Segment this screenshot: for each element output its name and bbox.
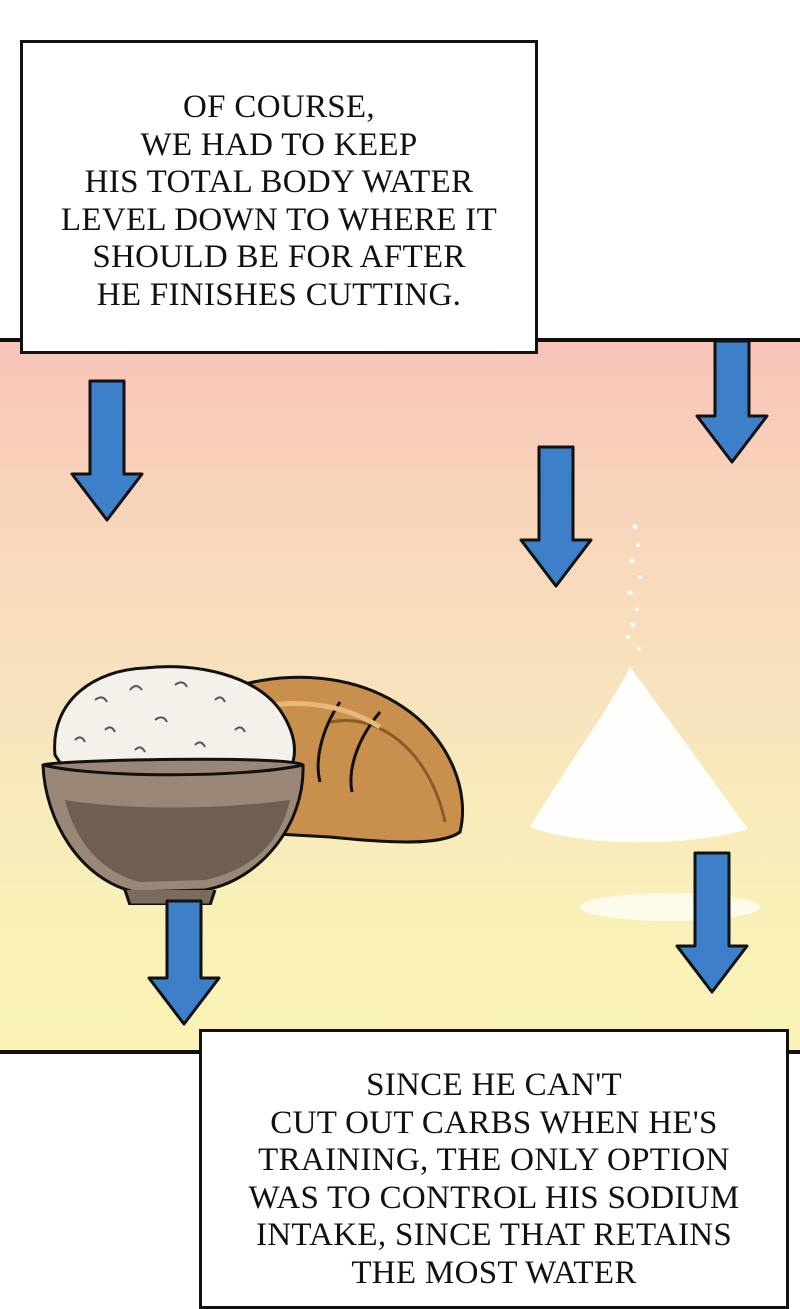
caption-line: SINCE HE CAN'T <box>366 1067 622 1103</box>
caption-box-bottom: SINCE HE CAN'T CUT OUT CARBS WHEN HE'S T… <box>199 1029 789 1309</box>
down-arrow-icon <box>695 342 769 464</box>
down-arrow-icon <box>147 899 221 1026</box>
caption-line: HIS TOTAL BODY WATER <box>84 164 474 200</box>
down-arrow-icon <box>70 379 144 522</box>
caption-line: OF COURSE, <box>183 89 375 125</box>
down-arrow-icon <box>675 851 749 994</box>
caption-line: INTAKE, SINCE THAT RETAINS <box>255 1217 733 1253</box>
caption-line: LEVEL DOWN TO WHERE IT <box>60 201 498 238</box>
caption-box-top: OF COURSE, WE HAD TO KEEP HIS TOTAL BODY… <box>20 40 538 354</box>
caption-line: SHOULD BE FOR AFTER <box>92 239 466 275</box>
rice-bowl-illustration <box>41 665 305 905</box>
down-arrow-icon <box>519 445 593 588</box>
caption-line: WE HAD TO KEEP <box>140 126 418 163</box>
caption-line: HE FINISHES CUTTING. <box>96 276 462 313</box>
caption-line: CUT OUT CARBS WHEN HE'S <box>270 1104 718 1141</box>
caption-line: THE MOST WATER <box>351 1254 637 1291</box>
illustration-panel <box>0 338 800 1054</box>
caption-line: WAS TO CONTROL HIS SODIUM <box>248 1179 740 1216</box>
caption-line: TRAINING, THE ONLY OPTION <box>258 1142 730 1178</box>
